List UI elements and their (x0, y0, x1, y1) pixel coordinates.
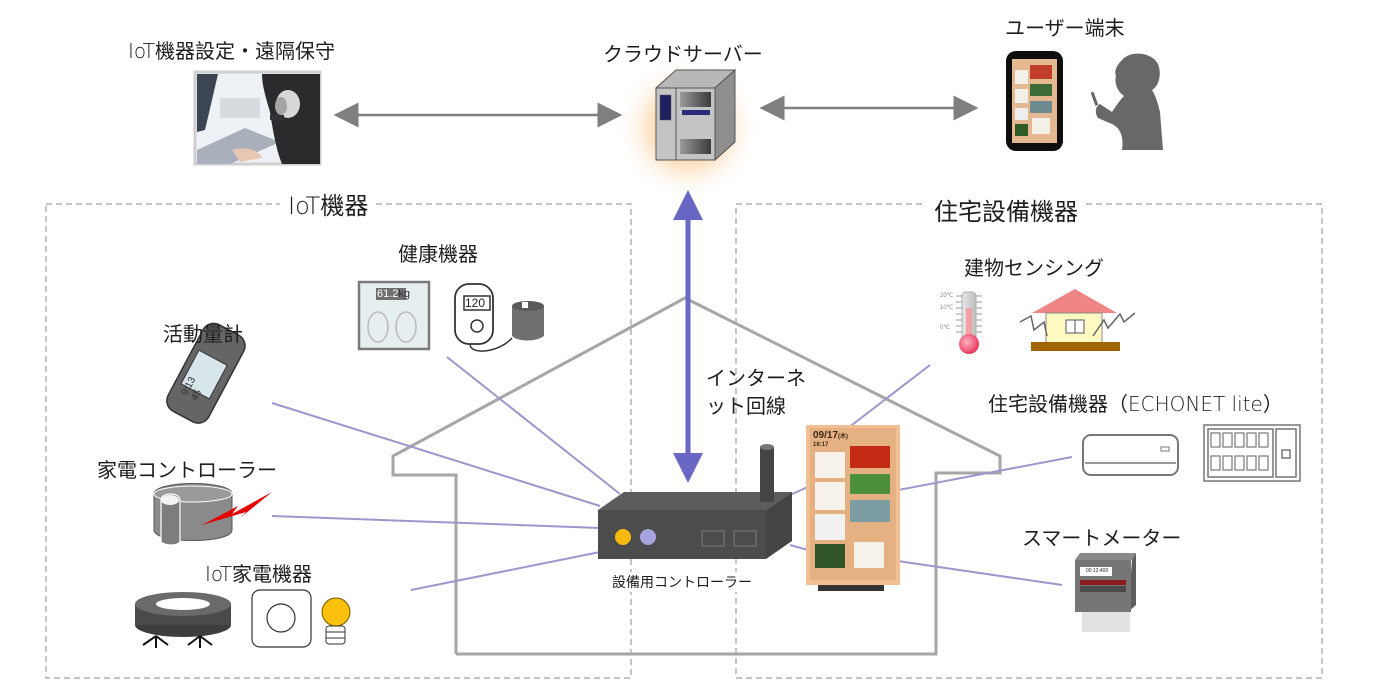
scale-reading-unit: kg (398, 288, 411, 300)
thermo-tick-0: 0℃ (940, 325, 951, 331)
user-terminal-label: ユーザー端末 (1005, 16, 1125, 40)
activity-tracker-label: 活動量計 (163, 322, 243, 346)
health-device-label: 健康機器 (398, 242, 478, 266)
digital-signage-icon (806, 425, 900, 591)
server-icon (654, 68, 737, 162)
air-conditioner-icon (1082, 434, 1179, 476)
iot-appliances-label: IoT家電機器 (205, 562, 312, 586)
robot-vacuum-icon (135, 592, 231, 648)
line-signage-lower (789, 544, 809, 551)
distribution-panel-icon (1203, 424, 1301, 482)
house-outline (391, 296, 1002, 656)
signage-time: 16:17 (813, 442, 829, 448)
internet-line-label-2: ット回線 (706, 394, 786, 418)
echonet-label: 住宅設備機器（ECHONET lite） (988, 392, 1283, 416)
signage-date: 09/17(木) (813, 430, 848, 441)
internet-line-label: インターネ ット回線 (706, 364, 806, 420)
thermo-tick-20: 20℃ (940, 293, 954, 299)
signage-weekday: (木) (838, 434, 849, 440)
line-activity-tracker (271, 402, 601, 507)
smartphone-icon (1006, 51, 1063, 151)
thermo-tick-10: 10℃ (940, 305, 954, 311)
smart-meter-icon (1075, 553, 1136, 632)
line-health-device (446, 356, 621, 495)
equipment-controller-icon (598, 444, 792, 559)
line-building-sensing (847, 364, 931, 429)
remote-maintenance-label: IoT機器設定・遠隔保守 (128, 39, 335, 63)
activity-band-icon (166, 322, 246, 424)
cloud-server-label: クラウドサーバー (603, 42, 763, 66)
line-smart-meter (876, 557, 1063, 586)
signage-date-value: 09/17 (813, 430, 839, 441)
internet-line-label-1: インターネ (706, 366, 806, 390)
housing-equipment-group-title: 住宅設備機器 (926, 192, 1086, 227)
body-scale-icon (357, 280, 431, 351)
line-iot-appliances (410, 551, 601, 591)
appliance-controller-icon (153, 483, 272, 546)
building-sensing-label: 建物センシング (964, 256, 1104, 280)
scale-reading: 61.2kg (377, 288, 410, 300)
scale-reading-value: 61.2 (377, 288, 399, 300)
light-bulb-icon (321, 597, 351, 645)
operator-headset-photo (193, 70, 322, 166)
iot-devices-group-title: IoT機器 (280, 186, 377, 221)
connection-lines (271, 356, 1073, 591)
smart-switch-icon (251, 589, 312, 648)
equipment-controller-label: 設備用コントローラー (612, 572, 752, 592)
appliance-controller-label: 家電コントローラー (97, 458, 277, 482)
thermometer-icon (956, 291, 982, 354)
blood-pressure-monitor-icon (454, 283, 544, 352)
building-sensing-house-icon (1019, 289, 1136, 351)
smart-meter-reading: 00:12:400 (1086, 568, 1109, 574)
person-silhouette-icon (1090, 53, 1163, 151)
smart-meter-label: スマートメーター (1022, 526, 1182, 550)
line-appliance-controller (271, 515, 601, 529)
bp-reading: 120 (465, 296, 486, 310)
thermometer-ticks: 20℃ 10℃ 0℃ (940, 290, 953, 334)
line-echonet (876, 456, 1073, 495)
